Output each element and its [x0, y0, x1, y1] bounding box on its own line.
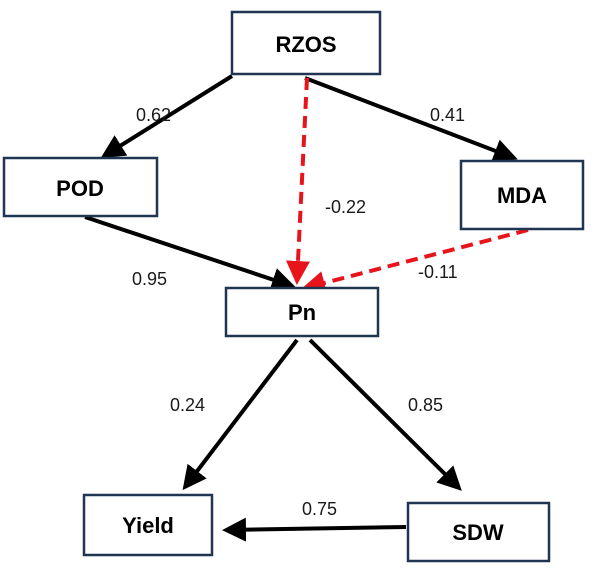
node-pn: Pn	[224, 286, 380, 338]
edge-label-mda-pn: -0.11	[418, 262, 458, 282]
edge-pn-sdw	[308, 338, 462, 491]
node-pn-label: Pn	[288, 300, 316, 325]
edge-mda-pn	[301, 228, 529, 295]
node-pod-label: POD	[56, 176, 104, 201]
edge-label-pod-pn: 0.95	[132, 269, 167, 289]
edge-rzos-pn	[285, 77, 310, 285]
edge-label-rzos-pod: 0.62	[136, 105, 171, 125]
node-rzos-label: RZOS	[275, 32, 336, 57]
node-sdw: SDW	[406, 501, 551, 563]
edge-label-pn-sdw: 0.85	[408, 395, 443, 415]
edge-rzos-mda	[304, 76, 518, 163]
edge-pn-yield	[182, 338, 299, 491]
node-pod: POD	[2, 156, 159, 218]
node-yield: Yield	[82, 493, 214, 557]
edge-pod-pn	[84, 215, 296, 292]
node-mda: MDA	[459, 159, 585, 231]
node-sdw-label: SDW	[452, 520, 504, 545]
node-yield-label: Yield	[122, 513, 174, 538]
edge-label-rzos-mda: 0.41	[430, 105, 465, 125]
node-mda-label: MDA	[497, 183, 547, 208]
node-rzos: RZOS	[230, 10, 382, 76]
edge-sdw-yield	[222, 517, 407, 542]
edge-label-sdw-yield: 0.75	[302, 499, 337, 519]
edge-rzos-pod	[100, 74, 234, 159]
edge-label-rzos-pn: -0.22	[325, 197, 366, 217]
edge-label-pn-yield: 0.24	[170, 395, 205, 415]
